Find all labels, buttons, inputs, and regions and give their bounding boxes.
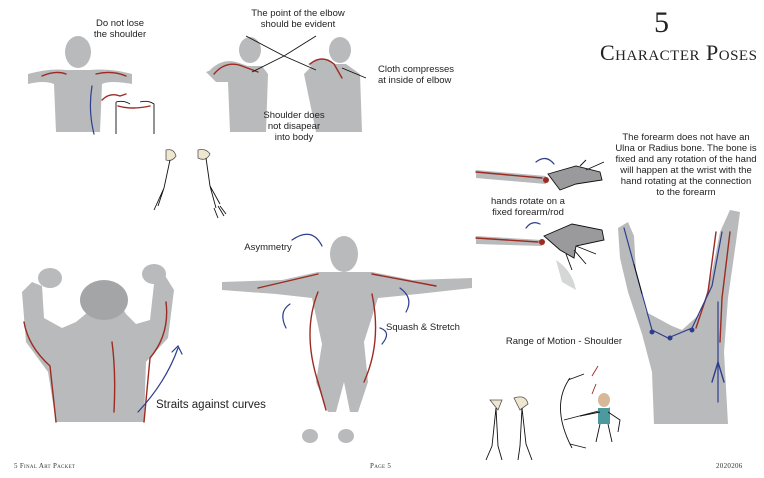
annotation-asymmetry: Asymmetry bbox=[236, 242, 300, 253]
chapter-number: 5 bbox=[654, 6, 669, 40]
annotation-squash-stretch: Squash & Stretch bbox=[378, 322, 468, 333]
raised-arm-figure-right bbox=[612, 202, 762, 424]
t-pose-figure bbox=[222, 232, 474, 448]
footer-page-number: Page 5 bbox=[370, 462, 391, 470]
annotation-do-not-lose-shoulder: Do not lose the shoulder bbox=[80, 18, 160, 40]
shoulder-range-of-motion-sketch bbox=[480, 356, 626, 462]
back-view-shoulder-figure bbox=[20, 30, 170, 140]
annotation-range-of-motion: Range of Motion - Shoulder bbox=[504, 336, 624, 347]
chapter-title: Character Poses bbox=[600, 40, 757, 66]
annotation-hands-rotate: hands rotate on a fixed forearm/rod bbox=[478, 196, 578, 218]
hand-rotation-sketch bbox=[476, 150, 616, 300]
annotation-shoulder-not-disappear: Shoulder does not disapear into body bbox=[254, 110, 334, 143]
footer-right: 2020206 bbox=[716, 462, 743, 470]
annotation-elbow-point: The point of the elbow should be evident bbox=[238, 8, 358, 30]
annotation-forearm-note: The forearm does not have an Ulna or Rad… bbox=[610, 132, 762, 198]
annotation-cloth-compresses: Cloth compresses at inside of elbow bbox=[378, 64, 468, 86]
footer-left: 5 Final Art Packet bbox=[14, 462, 75, 470]
arm-bone-sketch bbox=[140, 148, 240, 222]
